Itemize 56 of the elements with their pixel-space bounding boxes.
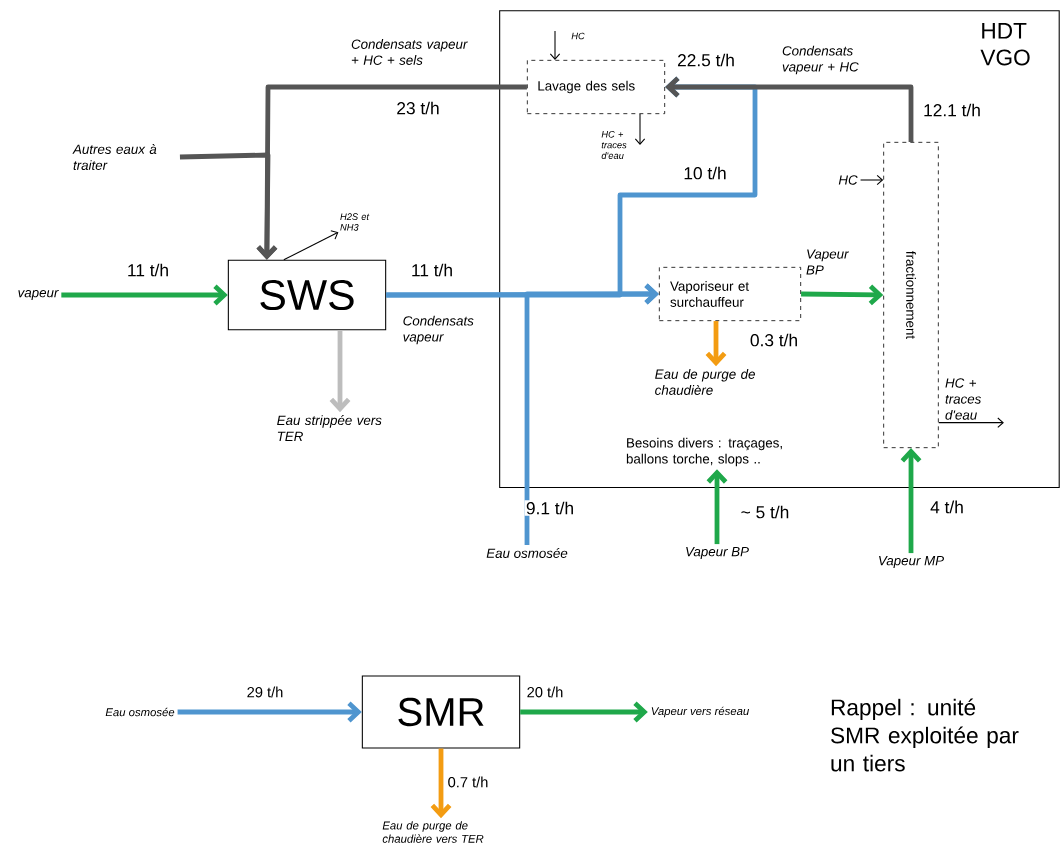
stream-label: Condensats vapeur + HC <box>782 45 859 75</box>
flow-rate-label: 0.7 t/h <box>446 775 490 789</box>
flow-arrow <box>179 152 278 260</box>
flow-rate-label: 20 t/h <box>525 685 565 699</box>
stream-label: Eau de purge de chaudière vers TER <box>382 821 484 843</box>
column-box: fractionnement <box>883 141 939 449</box>
stream-label: vapeur <box>18 290 59 300</box>
flow-rate-label: 0.3 t/h <box>748 332 800 348</box>
flow-arrow <box>900 448 922 554</box>
flow-arrow <box>801 284 884 306</box>
flow-arrow <box>549 30 561 60</box>
stream-label: Eau de purge de chaudière <box>655 369 755 395</box>
flow-rate-label: ~ 5 t/h <box>739 504 791 520</box>
process-box: Vaporiseur et surchauffeur <box>658 266 802 322</box>
flow-rate-label: 4 t/h <box>928 499 966 515</box>
flow-rate-label: 22.5 t/h <box>677 53 734 67</box>
flow-rate-label: Vapeur BP <box>804 248 849 276</box>
flow-rate-label: 11 t/h <box>409 262 455 278</box>
flow-rate-label: 10 t/h <box>682 165 728 181</box>
flow-arrow <box>524 283 659 546</box>
stream-label: Eau osmosée <box>105 707 175 717</box>
process-box: SMR <box>361 675 521 749</box>
stream-label: H2S et NH3 <box>340 213 370 231</box>
stream-label: HC + traces d'eau <box>945 378 982 420</box>
stream-label: Vapeur MP <box>879 556 944 568</box>
flow-arrow <box>938 417 1004 428</box>
flow-arrow <box>634 113 646 145</box>
process-box: SWS <box>227 259 387 331</box>
stream-label: HC <box>838 175 858 185</box>
flow-rate-label: 11 t/h <box>125 262 171 278</box>
stream-label: Condensats vapeur + HC + sels <box>351 39 468 65</box>
stream-label: Vapeur BP <box>686 547 749 559</box>
flow-arrow <box>706 469 728 545</box>
stream-label: HC <box>571 32 585 40</box>
flow-arrow <box>860 174 884 186</box>
flow-arrow <box>665 76 914 142</box>
flow-arrow <box>177 701 362 723</box>
flow-rate-label: 12.1 t/h <box>921 102 983 118</box>
stream-label: HC + traces d'eau <box>601 131 627 159</box>
stream-label: Eau strippée vers TER <box>277 415 382 441</box>
flow-arrow <box>61 284 228 306</box>
stream-label: Autres eaux à traiter <box>72 144 157 170</box>
flow-arrow <box>705 321 727 367</box>
flow-arrow <box>283 230 339 261</box>
stream-label: Vapeur vers réseau <box>651 706 749 718</box>
flow-arrow <box>430 748 452 819</box>
note-text: Rappel : unité SMR exploitée par un tiers <box>831 698 1019 772</box>
flow-arrow <box>329 330 351 413</box>
stream-label: Eau osmosée <box>486 548 568 558</box>
flow-arrow <box>520 701 648 723</box>
flow-rate-label: 29 t/h <box>245 685 285 699</box>
note-text: Besoins divers : traçages, ballons torche, slops .. <box>626 437 782 467</box>
stream-label: Condensats vapeur <box>403 315 474 345</box>
flow-rate-label: 23 t/h <box>395 100 441 116</box>
process-box: Lavage des sels <box>526 59 666 115</box>
flow-rate-label: 9.1 t/h <box>524 500 576 516</box>
